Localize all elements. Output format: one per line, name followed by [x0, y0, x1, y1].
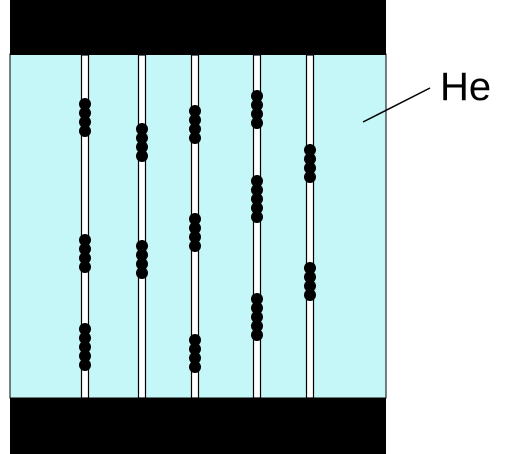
- bead: [79, 107, 91, 119]
- bead: [189, 334, 201, 346]
- bead: [251, 211, 263, 223]
- bead-cluster: [79, 323, 91, 371]
- bead: [304, 280, 316, 292]
- wire: [80, 54, 90, 399]
- bead: [189, 240, 201, 252]
- bead: [189, 123, 201, 135]
- bead: [304, 271, 316, 283]
- wire: [305, 54, 315, 399]
- wire-3: [189, 54, 201, 399]
- bead-cluster: [304, 262, 316, 301]
- bead: [251, 193, 263, 205]
- bead: [251, 202, 263, 214]
- bead: [304, 153, 316, 165]
- bead: [304, 289, 316, 301]
- bead: [251, 108, 263, 120]
- bead: [79, 234, 91, 246]
- bead: [79, 261, 91, 273]
- bead: [189, 231, 201, 243]
- wire-4: [251, 54, 263, 399]
- bead: [189, 105, 201, 117]
- bead: [189, 222, 201, 234]
- bead: [189, 361, 201, 373]
- bead-cluster: [136, 240, 148, 279]
- bead: [136, 240, 148, 252]
- bead: [136, 249, 148, 261]
- bead: [79, 341, 91, 353]
- bead: [304, 162, 316, 174]
- bead: [251, 293, 263, 305]
- label-leader-line: [362, 87, 431, 123]
- bead: [79, 252, 91, 264]
- wire-1: [79, 54, 91, 399]
- bead-cluster: [189, 105, 201, 144]
- bead: [136, 267, 148, 279]
- bead-cluster: [251, 90, 263, 129]
- wire-2: [136, 54, 148, 399]
- bead: [79, 359, 91, 371]
- bead: [79, 125, 91, 137]
- wires-group: [79, 54, 316, 399]
- bead-cluster: [189, 334, 201, 373]
- bead: [304, 171, 316, 183]
- wire: [252, 54, 262, 399]
- bead-cluster: [79, 234, 91, 273]
- bead-cluster: [79, 98, 91, 137]
- bead: [79, 332, 91, 344]
- bead: [136, 132, 148, 144]
- bead: [136, 123, 148, 135]
- bead: [251, 302, 263, 314]
- bead: [304, 262, 316, 274]
- bead: [136, 141, 148, 153]
- bead: [136, 150, 148, 162]
- bead-cluster: [251, 175, 263, 223]
- bead-cluster: [304, 144, 316, 183]
- bottom-plate: [10, 398, 386, 454]
- gas-label: He: [440, 65, 491, 109]
- wire-5: [304, 54, 316, 399]
- bead: [189, 213, 201, 225]
- bead: [304, 144, 316, 156]
- bead: [251, 320, 263, 332]
- bead: [79, 323, 91, 335]
- bead: [136, 258, 148, 270]
- bead: [251, 184, 263, 196]
- bead: [79, 98, 91, 110]
- bead: [251, 117, 263, 129]
- bead: [189, 132, 201, 144]
- bead: [189, 114, 201, 126]
- bead-cluster: [189, 213, 201, 252]
- bead: [189, 352, 201, 364]
- bead: [79, 116, 91, 128]
- bead-cluster: [251, 293, 263, 341]
- bead: [79, 350, 91, 362]
- bead: [79, 243, 91, 255]
- bead: [251, 175, 263, 187]
- bead-cluster: [136, 123, 148, 162]
- bead: [251, 99, 263, 111]
- bead: [251, 90, 263, 102]
- wire: [137, 54, 147, 399]
- bead: [251, 329, 263, 341]
- bead: [251, 311, 263, 323]
- top-plate: [10, 0, 386, 55]
- bead: [189, 343, 201, 355]
